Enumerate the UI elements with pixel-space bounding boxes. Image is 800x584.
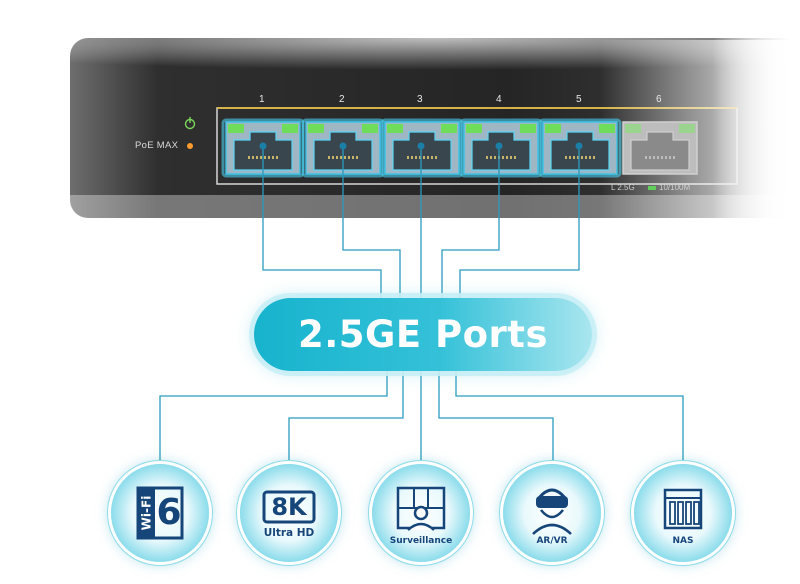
port-number-4: 4 — [496, 94, 502, 105]
8k-text: 8K — [271, 493, 308, 521]
vr-headset-icon — [532, 488, 572, 535]
headline-pill: 2.5GE Ports — [254, 298, 592, 371]
wifi-six-text: 6 — [156, 492, 181, 533]
device-arvr: AR/VR — [503, 464, 601, 562]
line-device-arvr — [438, 371, 554, 464]
connection-lines — [159, 146, 684, 464]
poe-max-label: PoE MAX — [135, 140, 179, 151]
line-device-8k — [288, 371, 404, 464]
legend-led — [648, 186, 656, 190]
device-label-surveillance: Surveillance — [389, 536, 453, 546]
ethernet-port-6 — [622, 121, 698, 175]
ethernet-port-2 — [301, 118, 385, 178]
wifi-text: Wi-Fi — [140, 496, 154, 531]
legend-label-10-100m: 10/100M — [659, 183, 691, 192]
8k-icon: 8K — [262, 490, 316, 524]
port-number-2: 2 — [339, 94, 345, 105]
wifi6-icon: Wi-Fi 6 — [136, 486, 184, 540]
port-number-3: 3 — [417, 94, 423, 105]
device-label-arvr: AR/VR — [536, 536, 568, 546]
line-device-nas — [455, 371, 684, 464]
line-port-5 — [459, 146, 580, 300]
surveillance-icon — [396, 486, 446, 531]
ethernet-port-5 — [538, 118, 622, 178]
device-wifi6: Wi-Fi 6 — [111, 464, 209, 562]
line-port-4 — [441, 146, 500, 300]
device-nas: NAS — [634, 464, 732, 562]
ethernet-port-4 — [459, 118, 543, 178]
legend-label-2-5g: L 2.5G — [611, 183, 635, 192]
port-number-6: 6 — [656, 94, 662, 105]
line-port-2 — [342, 146, 401, 300]
power-icon — [184, 117, 196, 130]
device-surveillance: Surveillance — [372, 464, 470, 562]
nas-icon — [663, 488, 703, 530]
device-8k: 8K Ultra HD — [240, 464, 338, 562]
port-dots — [259, 142, 583, 150]
port-number-1: 1 — [259, 94, 265, 105]
device-label-nas: NAS — [672, 536, 694, 546]
headline-text: 2.5GE Ports — [297, 313, 549, 356]
poe-led — [187, 143, 193, 149]
port-group — [221, 118, 698, 178]
line-device-wifi6 — [159, 371, 388, 464]
device-label-ultra-hd: Ultra HD — [263, 527, 315, 539]
line-port-1 — [262, 146, 382, 300]
port-number-5: 5 — [576, 94, 582, 105]
